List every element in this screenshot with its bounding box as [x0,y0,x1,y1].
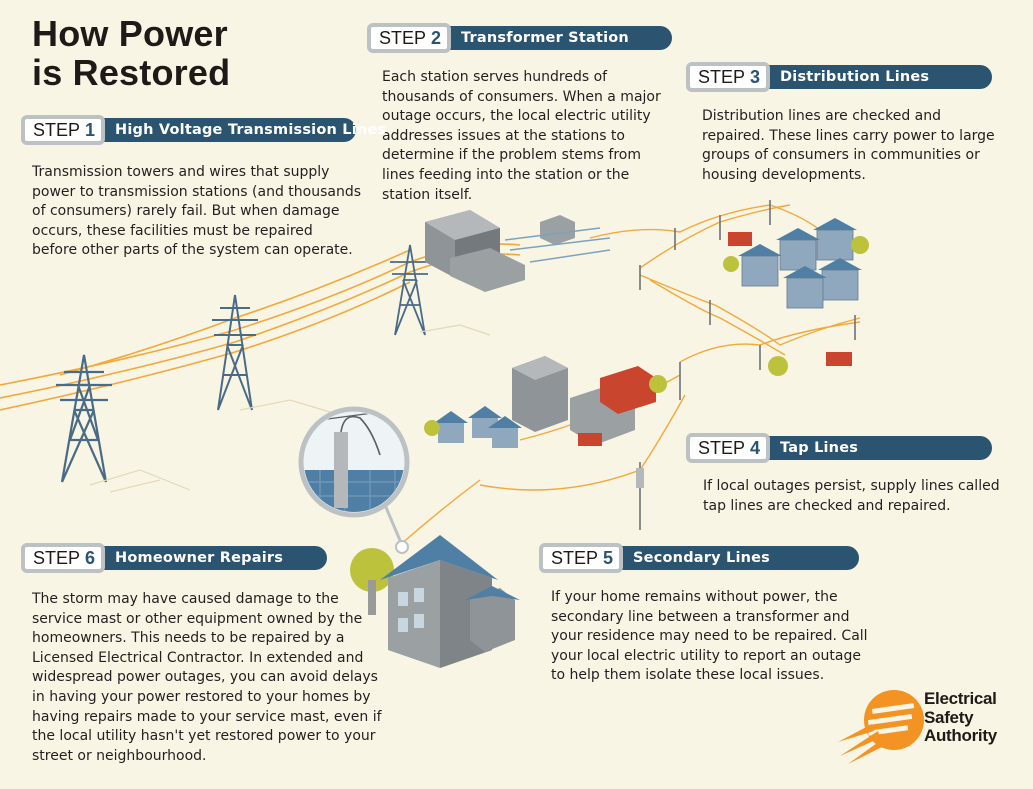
step-1-number: 1 [85,119,96,140]
step-2-title: Transformer Station [461,30,629,46]
transmission-tower-icon [390,244,430,336]
step-4-text: If local outages persist, supply lines c… [703,478,1000,514]
transformer-icon [636,468,644,488]
houses-icon [424,406,522,448]
step-5-number: 5 [603,547,614,568]
step-5-title: Secondary Lines [633,550,771,566]
transmission-tower-icon [56,354,112,483]
apartment-buildings-icon [512,356,667,445]
step-2-label: STEP [379,27,427,48]
step-1-label: STEP [33,119,81,140]
step-3-number: 3 [750,66,761,87]
step-5-label: STEP [551,547,599,568]
logo-line-1: Electrical [924,689,997,708]
logo-line-2: Safety [924,707,974,727]
step-6-text: The storm may have caused damage to the … [32,591,382,764]
utility-pole-icon [639,200,856,530]
transformer-station-icon [425,210,611,292]
housing-development-icon [723,218,869,309]
step-6-number: 6 [85,547,96,568]
step-5-text: If your home remains without power, the … [551,589,868,684]
logo-line-3: Authority [924,726,997,745]
step-1-text: Transmission towers and wires that suppl… [32,164,362,259]
step-4-title: Tap Lines [780,440,859,456]
title-line-1: How Power [32,13,228,54]
transmission-tower-icon [212,294,258,411]
step-1-title: High Voltage Transmission Lines [115,122,387,138]
tree-icon [768,356,788,376]
step-2-text: Each station serves hundreds of thousand… [382,69,661,203]
service-mast-detail-icon [298,406,410,554]
step-6-title: Homeowner Repairs [115,550,284,566]
step-3-title: Distribution Lines [780,69,930,85]
esa-logo-text: Electrical Safety Authority [924,689,997,746]
distribution-wires [399,204,861,546]
esa-logo-icon [838,690,924,764]
tower-shadow [89,324,491,493]
step-6-label: STEP [33,547,81,568]
page-title: How Power is Restored [32,14,230,92]
home-icon [350,535,520,668]
utility-truck-icon [578,352,852,446]
title-line-2: is Restored [32,52,231,93]
step-4-label: STEP [698,437,746,458]
step-3-text: Distribution lines are checked and repai… [702,108,995,183]
step-3-label: STEP [698,66,746,87]
step-4-number: 4 [750,437,761,458]
step-2-number: 2 [431,27,442,48]
